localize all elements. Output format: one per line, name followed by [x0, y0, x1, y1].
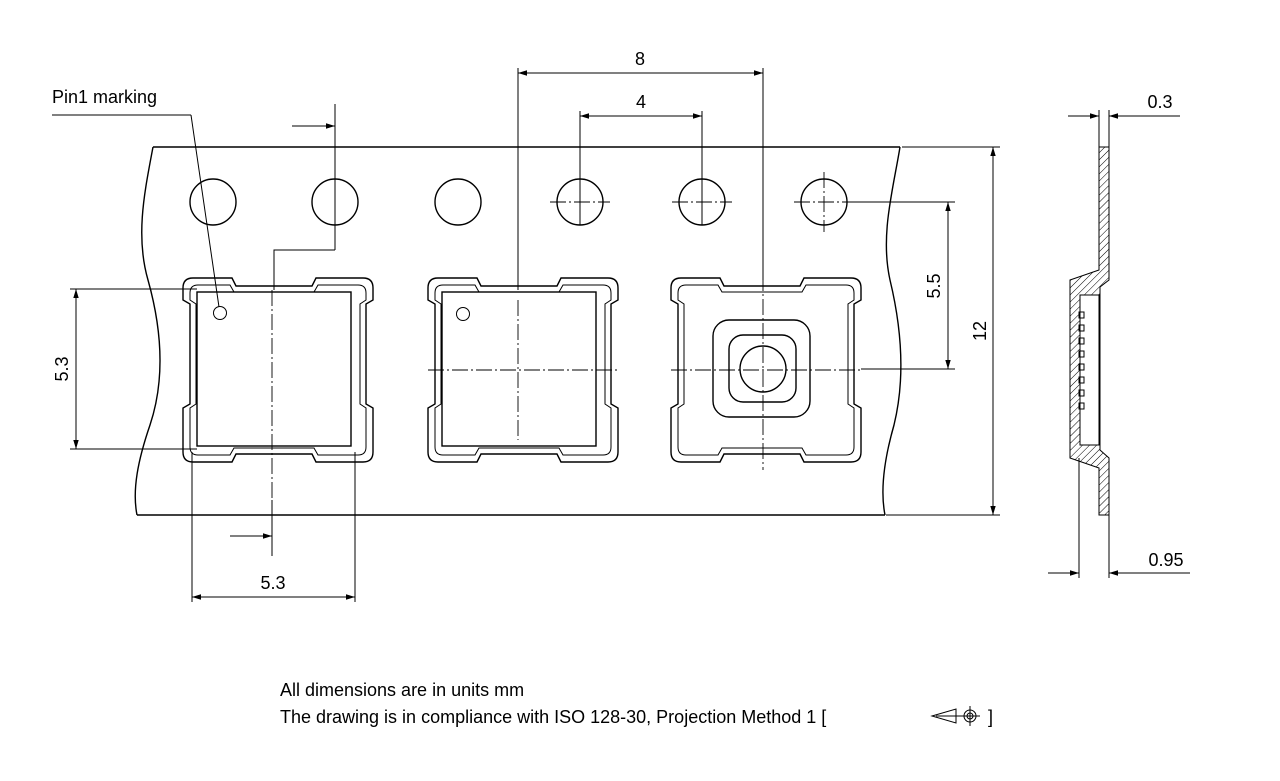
dimension-12-label: 12 [970, 321, 990, 341]
dimension-8: 8 [517, 49, 764, 290]
note-units: All dimensions are in units mm [280, 680, 524, 700]
pocket-3 [670, 277, 862, 463]
pin1-leader: Pin1 marking [52, 87, 336, 556]
dimension-8-label: 8 [635, 49, 645, 69]
dimension-4-label: 4 [636, 92, 646, 112]
note-iso-prefix: The drawing is in compliance with ISO 12… [280, 707, 826, 727]
pocket-2 [427, 277, 619, 463]
sprocket-holes [189, 172, 854, 232]
dimension-5-3-horizontal: 5.3 [191, 452, 356, 602]
note-iso-suffix: ] [988, 707, 993, 727]
pocket-1 [182, 277, 374, 463]
center-lines [271, 275, 861, 500]
dimension-5-3-vertical: 5.3 [52, 288, 197, 450]
carrier-tape-outline [134, 146, 902, 516]
dimension-12: 12 [886, 146, 1000, 516]
dimension-0-3: 0.3 [1068, 92, 1180, 147]
pin1-marking-label: Pin1 marking [52, 87, 157, 107]
dimension-5-3-horizontal-label: 5.3 [260, 573, 285, 593]
dimension-5-5-label: 5.5 [924, 273, 944, 298]
pin1-dot [213, 306, 227, 320]
drawing-notes: All dimensions are in units mm The drawi… [280, 680, 993, 727]
dimension-0-95: 0.95 [1048, 458, 1190, 578]
tape-side-section [1069, 146, 1110, 516]
projection-method-1-icon [930, 706, 980, 726]
dimension-5-5: 5.5 [852, 201, 955, 370]
section-cavity-teeth [1078, 311, 1085, 410]
dimension-5-3-vertical-label: 5.3 [52, 356, 72, 381]
dimension-0-3-label: 0.3 [1147, 92, 1172, 112]
dimension-0-95-label: 0.95 [1148, 550, 1183, 570]
dimension-4: 4 [579, 92, 703, 225]
